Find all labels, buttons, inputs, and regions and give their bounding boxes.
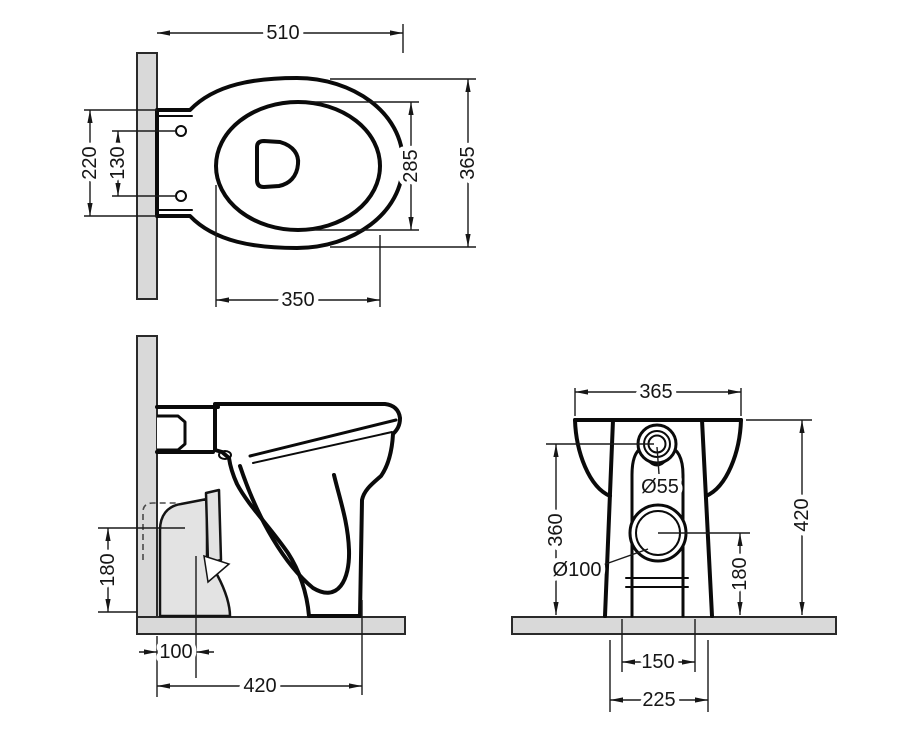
hidden-pipe-dashed (142, 502, 178, 560)
pan-profile-outline (213, 402, 402, 618)
pipe-flange (204, 488, 223, 565)
wall-section-top-view (136, 52, 158, 300)
floor-section-side-view (136, 616, 406, 635)
pedestal-recess-outline (630, 445, 685, 618)
dim-150-label: 150 (641, 651, 674, 673)
water-spot-outline (255, 139, 301, 189)
dim-225-label: 225 (642, 689, 675, 711)
dim-360-label: 360 (545, 513, 567, 546)
flush-inlet-spigot (157, 414, 187, 452)
dim-180-side-label: 180 (97, 553, 119, 586)
right-wing-curve (704, 418, 743, 498)
floor-section-rear-view (511, 616, 837, 635)
dim-365-rear-label: 365 (639, 381, 672, 403)
pipe-notch (203, 554, 231, 584)
inlet-diameter-label: Ø55 (641, 476, 679, 498)
rim-hole-detail (218, 450, 232, 460)
bowl-cavity-curve (238, 464, 352, 595)
leader-line (599, 548, 649, 567)
dim-285-label: 285 (400, 149, 422, 182)
left-wing-curve (573, 418, 612, 498)
dim-510-label: 510 (266, 22, 299, 44)
outlet-diameter-label: Ø100 (553, 559, 602, 581)
pedestal-left-edge (603, 418, 615, 618)
dim-420-side-label: 420 (243, 675, 276, 697)
water-line (252, 431, 393, 464)
leader-line (656, 446, 660, 475)
side-view: 180 100 420 (93, 335, 406, 702)
pedestal-right-edge (700, 418, 714, 618)
dim-350-label: 350 (281, 289, 314, 311)
rear-view: 365 Ø55 360 Ø100 180 420 150 225 (511, 377, 837, 716)
dim-180-rear-label: 180 (729, 557, 751, 590)
dim-100-label: 100 (159, 641, 192, 663)
wall-section-side-view (136, 335, 158, 635)
dim-220-label: 220 (79, 146, 101, 179)
dim-420-rear-label: 420 (791, 498, 813, 531)
rim-inner-edge (248, 418, 398, 458)
top-view: 510 220 130 285 365 350 (75, 18, 484, 316)
dim-365-top-label: 365 (457, 146, 479, 179)
dim-130-label: 130 (107, 146, 129, 179)
